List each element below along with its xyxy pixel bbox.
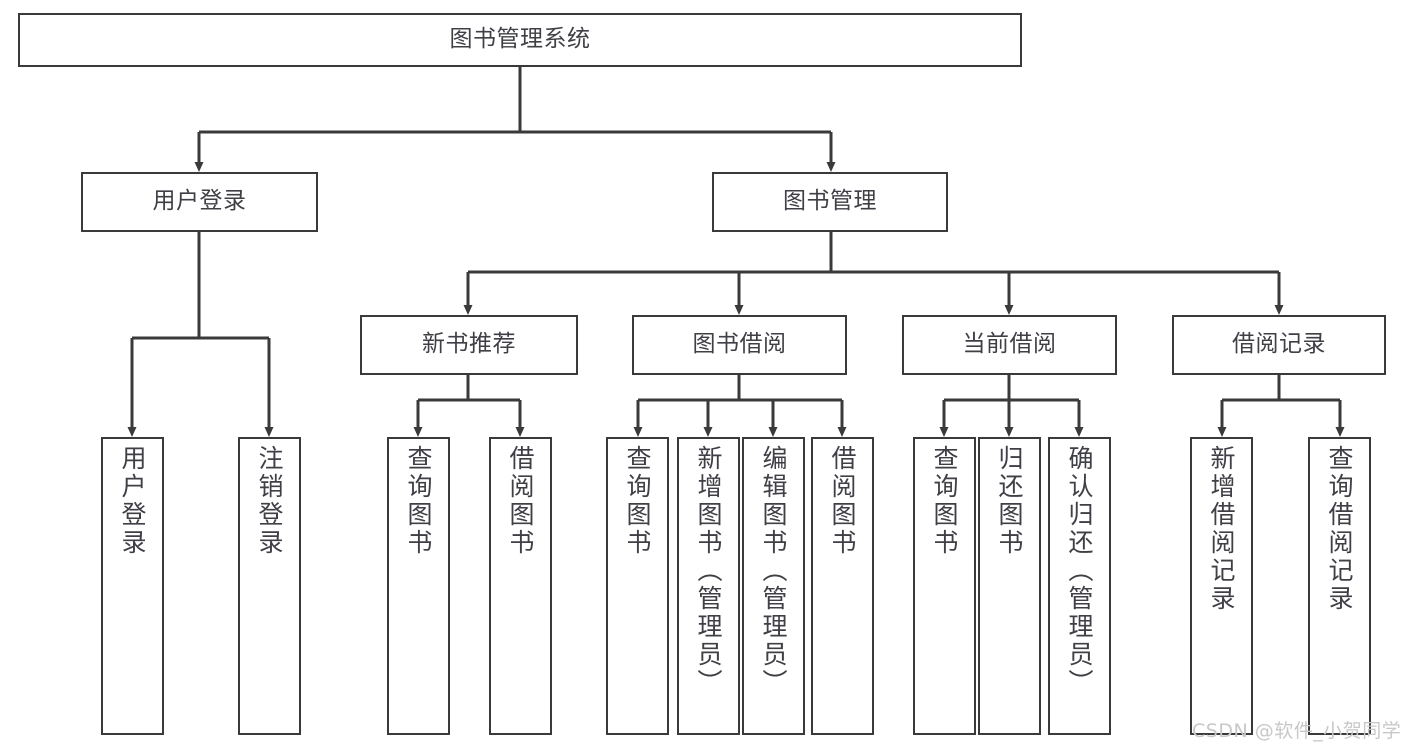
node-label: 借阅记录 (1232, 331, 1326, 358)
leaf-book-borrow-edit-book-admin[interactable]: 编辑图书（管理员） (742, 437, 805, 735)
node-label: 图书管理 (783, 188, 877, 215)
node-label: 确认归还（管理员） (1065, 445, 1094, 697)
node-label: 注销登录 (255, 445, 284, 557)
node-label: 图书借阅 (692, 331, 787, 358)
node-label: 查询图书 (623, 445, 652, 557)
node-user-login[interactable]: 用户登录 (81, 172, 318, 232)
leaf-current-borrow-confirm-return-admin[interactable]: 确认归还（管理员） (1048, 437, 1111, 735)
leaf-book-borrow-borrow-book[interactable]: 借阅图书 (811, 437, 874, 735)
node-book-management[interactable]: 图书管理 (712, 172, 948, 232)
leaf-new-book-query-book[interactable]: 查询图书 (387, 437, 450, 735)
node-label: 新书推荐 (422, 331, 516, 358)
node-current-borrow[interactable]: 当前借阅 (902, 315, 1117, 375)
leaf-new-book-borrow-book[interactable]: 借阅图书 (489, 437, 552, 735)
leaf-borrow-record-add-record[interactable]: 新增借阅记录 (1190, 437, 1253, 735)
node-label: 归还图书 (995, 445, 1024, 557)
node-label: 用户登录 (152, 188, 247, 215)
node-new-book-recommend[interactable]: 新书推荐 (360, 315, 578, 375)
node-label: 查询图书 (930, 445, 959, 557)
node-label: 查询图书 (404, 445, 433, 557)
leaf-user-login-logout[interactable]: 注销登录 (238, 437, 301, 735)
node-borrow-record[interactable]: 借阅记录 (1172, 315, 1386, 375)
node-label: 新增借阅记录 (1207, 445, 1236, 613)
leaf-borrow-record-query-record[interactable]: 查询借阅记录 (1308, 437, 1371, 735)
csdn-watermark: CSDN @软件_小贺同学 (1192, 720, 1402, 742)
node-label: 借阅图书 (506, 445, 535, 557)
node-label: 借阅图书 (828, 445, 857, 557)
leaf-book-borrow-add-book-admin[interactable]: 新增图书（管理员） (677, 437, 740, 735)
node-label: 用户登录 (118, 445, 147, 557)
leaf-current-borrow-query-book[interactable]: 查询图书 (913, 437, 976, 735)
node-label: 新增图书（管理员） (694, 445, 723, 697)
node-book-borrow[interactable]: 图书借阅 (632, 315, 847, 375)
leaf-user-login-login[interactable]: 用户登录 (101, 437, 164, 735)
node-label: 查询借阅记录 (1325, 445, 1354, 613)
leaf-book-borrow-query-book[interactable]: 查询图书 (606, 437, 669, 735)
node-root-book-management-system[interactable]: 图书管理系统 (18, 13, 1022, 67)
node-label: 当前借阅 (962, 331, 1057, 358)
node-label: 编辑图书（管理员） (759, 445, 788, 697)
node-label: 图书管理系统 (449, 26, 591, 53)
leaf-current-borrow-return-book[interactable]: 归还图书 (978, 437, 1041, 735)
